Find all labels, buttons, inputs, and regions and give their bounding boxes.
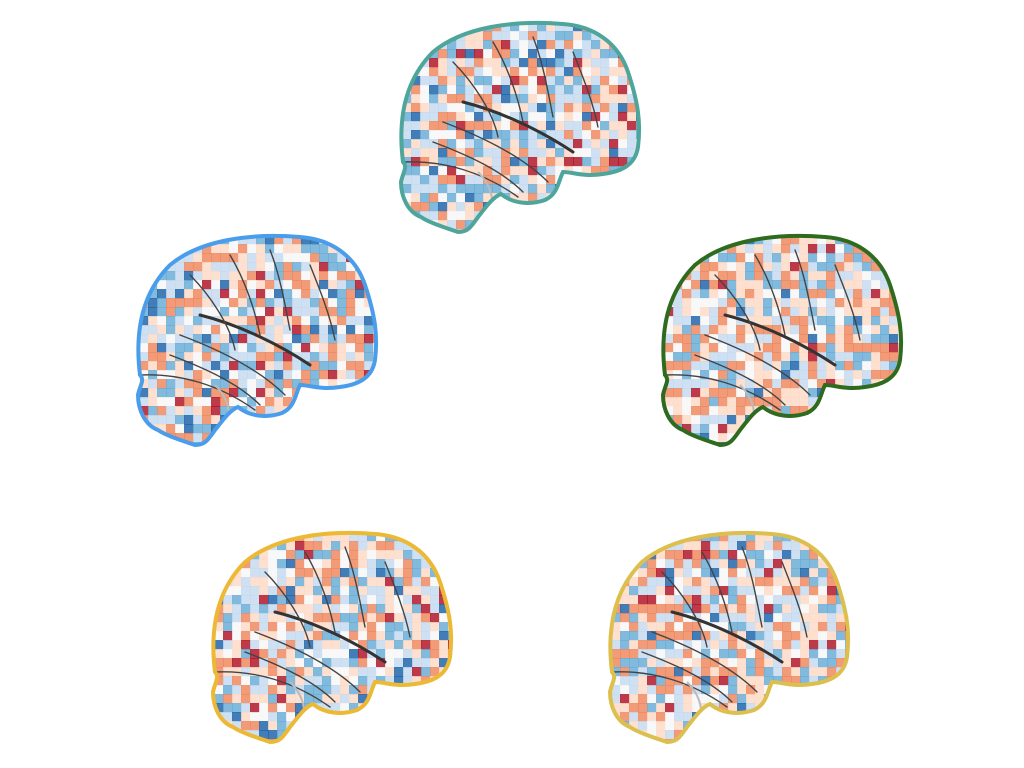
sulci-lines bbox=[664, 249, 861, 441]
brain-panel-bottom-left bbox=[211, 530, 454, 744]
activation-map bbox=[401, 22, 640, 233]
sulci-lines bbox=[611, 546, 808, 738]
brain-panel-bottom-right bbox=[608, 530, 851, 744]
brain-panel-middle-right bbox=[661, 233, 904, 447]
brain-panel-top bbox=[399, 20, 642, 235]
sulci-lines bbox=[139, 249, 336, 441]
brain-panel-middle-left bbox=[136, 233, 379, 447]
sulci-lines bbox=[402, 36, 599, 228]
